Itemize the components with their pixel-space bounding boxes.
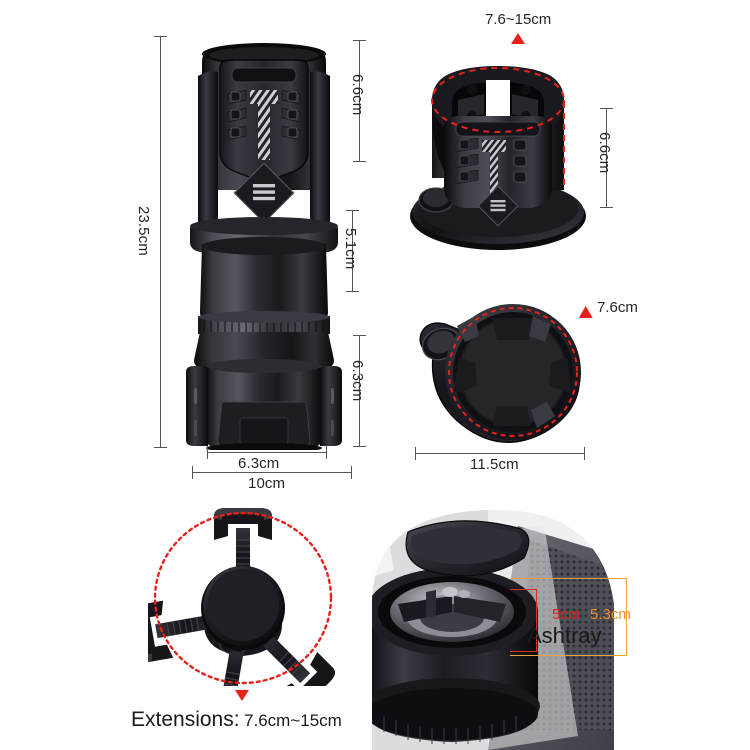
- extensions-caption-lead: Extensions:: [131, 708, 240, 731]
- ashtray-part-name-label: Ashtray: [527, 623, 602, 648]
- ashtray-outer-depth-label: 5.3cm: [590, 606, 631, 623]
- ashtray-callout-inner-box: [510, 589, 537, 652]
- ashtray-inner-depth-label: 5cm: [552, 606, 581, 623]
- dimension-label-middle-body-height: 5.1cm: [342, 228, 359, 270]
- dimension-label-top-cup-height: 6.6cm: [349, 74, 366, 116]
- dimension-line-top-outer-width: [415, 447, 585, 460]
- dimension-label-top-outer-width: 11.5cm: [470, 456, 519, 473]
- extensions-caption-value: 7.6cm~15cm: [244, 711, 342, 730]
- dimension-label-overall-height: 23.5cm: [135, 206, 152, 256]
- dimension-line-base-outer-width: [192, 466, 352, 479]
- angled-open-view: [398, 40, 598, 255]
- dimension-line-base-inner-width: [207, 446, 327, 459]
- dimension-label-cradle-height: 6.6cm: [596, 132, 613, 174]
- opening-range-arrow-icon: [511, 33, 525, 44]
- dimension-line-base-height: [353, 335, 366, 447]
- dimension-label-base-height: 6.3cm: [349, 360, 366, 402]
- dimension-line-middle-body-height: [346, 210, 359, 292]
- extensions-arrow-icon: [235, 690, 249, 701]
- ashtray-callout-outer-box: [510, 578, 627, 656]
- dimension-line-cradle-height: [600, 108, 613, 208]
- dimension-label-base-outer-width: 10cm: [248, 475, 286, 492]
- extensions-caption: Extensions: 7.6cm~15cm: [131, 708, 342, 732]
- dimension-label-base-inner-width: 6.3cm: [238, 455, 280, 472]
- top-down-view: [405, 282, 595, 452]
- front-elevation-view: [178, 28, 350, 450]
- ashtray-detail-view: [368, 500, 630, 750]
- dimension-line-top-cup-height: [353, 40, 366, 162]
- dimension-label-inner-diameter: 7.6cm: [597, 299, 638, 316]
- extensions-top-view: [148, 506, 338, 686]
- dimension-line-overall-height: [154, 36, 167, 448]
- dimension-label-opening-range: 7.6~15cm: [485, 11, 552, 28]
